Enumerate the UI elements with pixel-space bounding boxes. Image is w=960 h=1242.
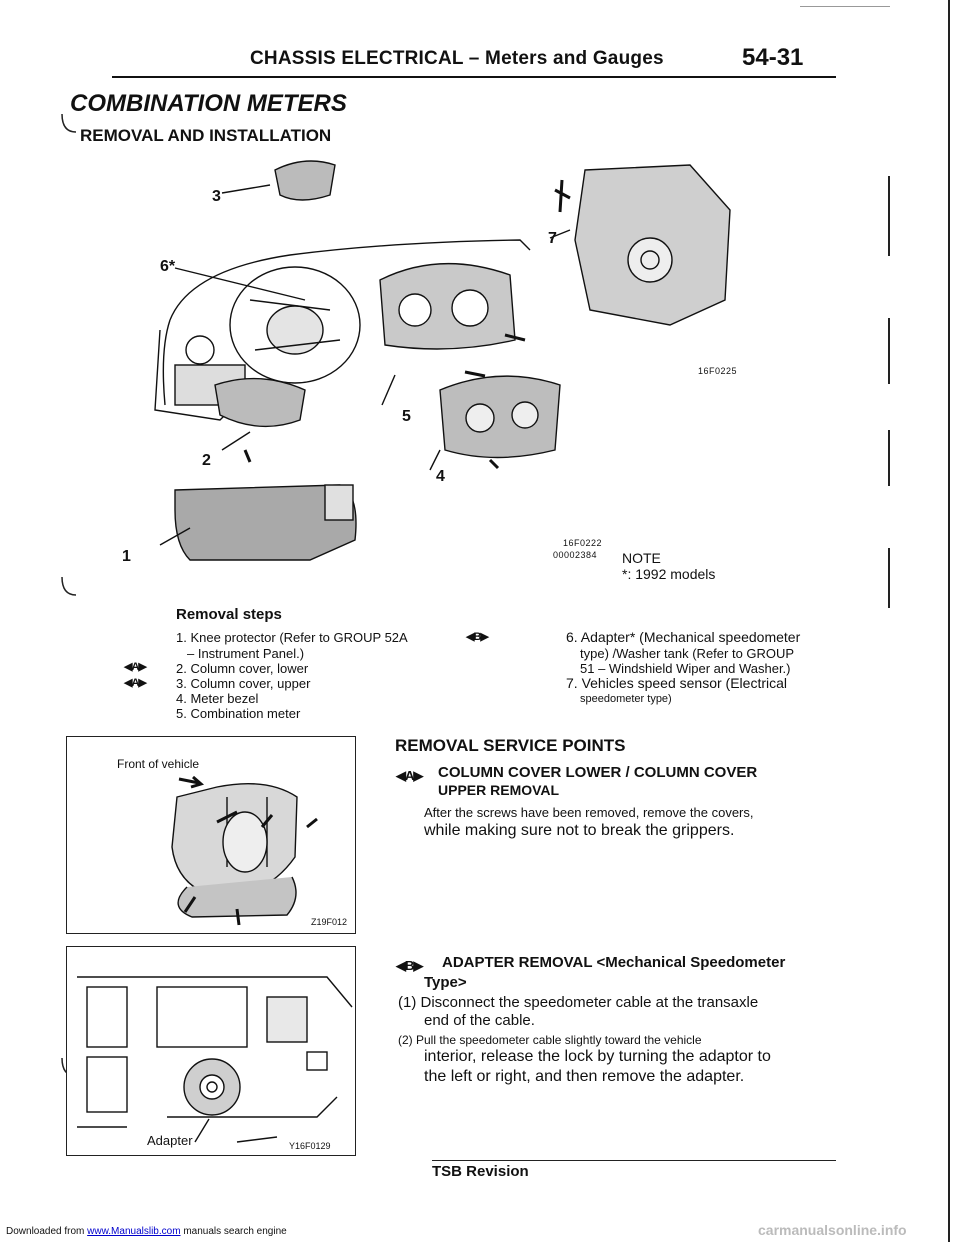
- section-title: COMBINATION METERS: [70, 90, 347, 117]
- service-b-title: Type>: [424, 974, 467, 991]
- callout-3: 3: [212, 188, 221, 205]
- figure-code: 00002384: [553, 550, 598, 560]
- service-a-title: UPPER REMOVAL: [438, 782, 560, 798]
- removal-step: 6. Adapter* (Mechanical speedometer: [566, 629, 801, 645]
- adapter-figure: Adapter Y16F0129: [66, 946, 356, 1156]
- tsb-revision: TSB Revision: [432, 1160, 836, 1180]
- service-b-title: ADAPTER REMOVAL <Mechanical Speedometer: [442, 954, 786, 971]
- removal-steps-title: Removal steps: [176, 606, 282, 623]
- removal-step: – Instrument Panel.): [187, 646, 305, 661]
- removal-step: 4. Meter bezel: [176, 691, 259, 706]
- download-footer: Downloaded from www.Manualslib.com manua…: [6, 1226, 287, 1237]
- removal-step: 51 – Windshield Wiper and Washer.): [580, 661, 791, 676]
- section-subtitle: REMOVAL AND INSTALLATION: [80, 126, 332, 145]
- note-label: NOTE: [622, 550, 661, 566]
- service-marker-b: ◀B▶: [396, 958, 423, 973]
- margin-bar: [888, 318, 890, 384]
- figure-code: Y16F0129: [289, 1141, 331, 1151]
- service-a-text: After the screws have been removed, remo…: [424, 805, 754, 820]
- callout-5: 5: [402, 408, 411, 425]
- service-marker-a: ◀A▶: [124, 661, 147, 673]
- removal-step: type) /Washer tank (Refer to GROUP: [580, 646, 795, 661]
- adapter-drawing: [77, 976, 353, 1143]
- service-b-step: end of the cable.: [424, 1012, 535, 1029]
- removal-step: 5. Combination meter: [176, 706, 301, 721]
- removal-step: 1. Knee protector (Refer to GROUP 52A: [176, 630, 408, 645]
- callout-7: 7: [548, 230, 557, 247]
- margin-bar: [888, 430, 890, 486]
- watermark: carmanualsonline.info: [758, 1222, 907, 1238]
- callout-1: 1: [122, 548, 131, 565]
- service-b-step: (1) Disconnect the speedometer cable at …: [398, 994, 759, 1011]
- service-b-step: (2) Pull the speedometer cable slightly …: [398, 1033, 702, 1047]
- figure-code: Z19F012: [311, 917, 348, 927]
- callout-2: 2: [202, 452, 211, 469]
- top-rule: [800, 6, 890, 7]
- binding-mark-icon: [61, 113, 77, 133]
- column-cover-drawing: [171, 775, 318, 926]
- figure-code: 16F0222: [563, 538, 603, 548]
- service-a-title: COLUMN COVER LOWER / COLUMN COVER: [438, 764, 758, 781]
- footer-suffix: manuals search engine: [183, 1226, 287, 1237]
- callout-4: 4: [436, 468, 445, 485]
- removal-step: 3. Column cover, upper: [176, 676, 311, 691]
- margin-bar: [888, 176, 890, 256]
- service-b-step: interior, release the lock by turning th…: [424, 1048, 771, 1065]
- figure-code: 16F0225: [698, 366, 738, 376]
- service-marker-a: ◀A▶: [396, 768, 423, 783]
- service-marker-a: ◀A▶: [124, 677, 147, 689]
- service-a-text: while making sure not to break the gripp…: [424, 822, 735, 839]
- service-marker-b: ◀B▶: [466, 631, 489, 643]
- adapter-label: Adapter: [147, 1133, 193, 1148]
- removal-step: 2. Column cover, lower: [176, 661, 309, 676]
- footer-prefix: Downloaded from: [6, 1226, 85, 1237]
- removal-step: 7. Vehicles speed sensor (Electrical: [566, 675, 787, 691]
- column-cover-figure: Front of vehicle Z19F012: [66, 736, 356, 934]
- page-number: 54-31: [742, 44, 804, 71]
- right-edge-bar: [948, 0, 950, 1242]
- margin-bar: [888, 548, 890, 608]
- header-rule: [112, 76, 836, 78]
- removal-step: speedometer type): [580, 693, 672, 705]
- front-of-vehicle-label: Front of vehicle: [117, 757, 200, 771]
- service-points-title: REMOVAL SERVICE POINTS: [395, 736, 626, 755]
- service-b-step: the left or right, and then remove the a…: [424, 1068, 745, 1085]
- page-title: CHASSIS ELECTRICAL – Meters and Gauges: [250, 48, 664, 69]
- exploded-view-figure: [154, 160, 731, 561]
- manualslib-link[interactable]: www.Manualslib.com: [87, 1226, 181, 1237]
- note-text: *: 1992 models: [622, 566, 716, 582]
- binding-mark-icon: [61, 576, 77, 596]
- callout-6: 6*: [160, 258, 176, 275]
